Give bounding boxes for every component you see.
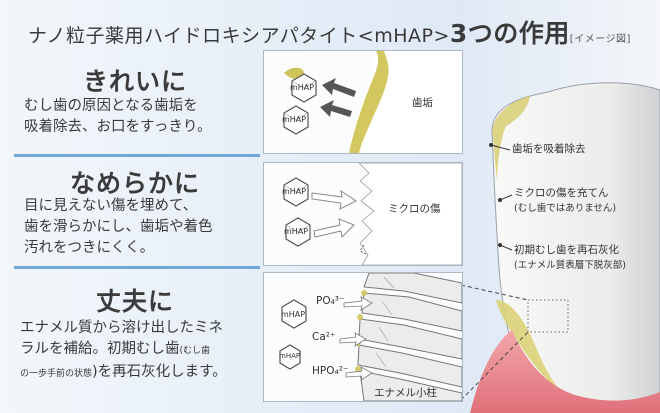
section-body: むし歯の原因となる歯垢を 吸着除去、お口をすっきり。	[24, 96, 264, 138]
section-strong: 丈夫に エナメル質から溶け出したミネ ラルを補給。初期むし歯(むし歯 の一歩手前…	[0, 282, 270, 392]
section-heading: なめらかに	[0, 164, 270, 200]
scratch-label: ミクロの傷	[388, 201, 441, 216]
panel-particle-label: mHAP	[290, 83, 314, 92]
panel-particle-label: mHAP	[282, 115, 306, 124]
divider	[14, 266, 260, 269]
title-main: ナノ粒子薬用ハイドロキシアパタイト<mHAP>	[28, 25, 450, 47]
callout-remineral: 初期むし歯を再石灰化 (エナメル質表層下脱灰部)	[514, 243, 626, 273]
enamel-rod-label: エナメル小柱	[374, 385, 437, 400]
title-tag: [イメージ図]	[570, 34, 631, 45]
panel-particle-label: mHAP	[284, 227, 308, 236]
mineral-panel: mHAP mHAP PO₄³⁻ Ca²⁺ HPO₄²⁻ エナメル小柱	[263, 272, 463, 402]
arrow-icon	[320, 100, 352, 117]
section-smooth: なめらかに 目に見えない傷を埋めて、 歯を滑らかにし、歯垢や着色 汚れをつきにく…	[0, 164, 270, 264]
mineral-panel-art	[264, 273, 462, 401]
ion-label: Ca²⁺	[312, 331, 336, 343]
callout-scratch: ミクロの傷を充てん (むし歯ではありません)	[514, 186, 616, 216]
divider	[14, 154, 260, 157]
section-heading: 丈夫に	[0, 282, 270, 318]
plaque-panel: mHAP mHAP 歯垢	[263, 50, 463, 154]
scratch-panel: mHAP mHAP ミクロの傷	[263, 162, 463, 266]
title-emphasis: 3つの作用	[450, 19, 570, 48]
callout-plaque: 歯垢を吸着除去	[512, 142, 586, 157]
ion-label: HPO₄²⁻	[312, 365, 348, 377]
page-title: ナノ粒子薬用ハイドロキシアパタイト<mHAP>3つの作用[イメージ図]	[28, 14, 631, 50]
section-clean: きれいに むし歯の原因となる歯垢を 吸着除去、お口をすっきり。	[0, 62, 270, 154]
arrow-icon	[314, 219, 354, 237]
ion-label: PO₄³⁻	[316, 295, 345, 307]
section-body: 目に見えない傷を埋めて、 歯を滑らかにし、歯垢や着色 汚れをつきにくく。	[24, 196, 264, 259]
arrow-icon	[312, 191, 356, 209]
section-heading: きれいに	[0, 62, 270, 98]
arrow-icon	[322, 78, 356, 97]
section-body: エナメル質から溶け出したミネ ラルを補給。初期むし歯(むし歯 の一歩手前の状態)…	[20, 318, 266, 385]
plaque-label: 歯垢	[412, 95, 433, 110]
panel-particle-label: mHAP	[281, 310, 305, 319]
panel-particle-label: mHAP	[282, 187, 306, 196]
panel-particle-label: mHAP	[279, 352, 300, 360]
